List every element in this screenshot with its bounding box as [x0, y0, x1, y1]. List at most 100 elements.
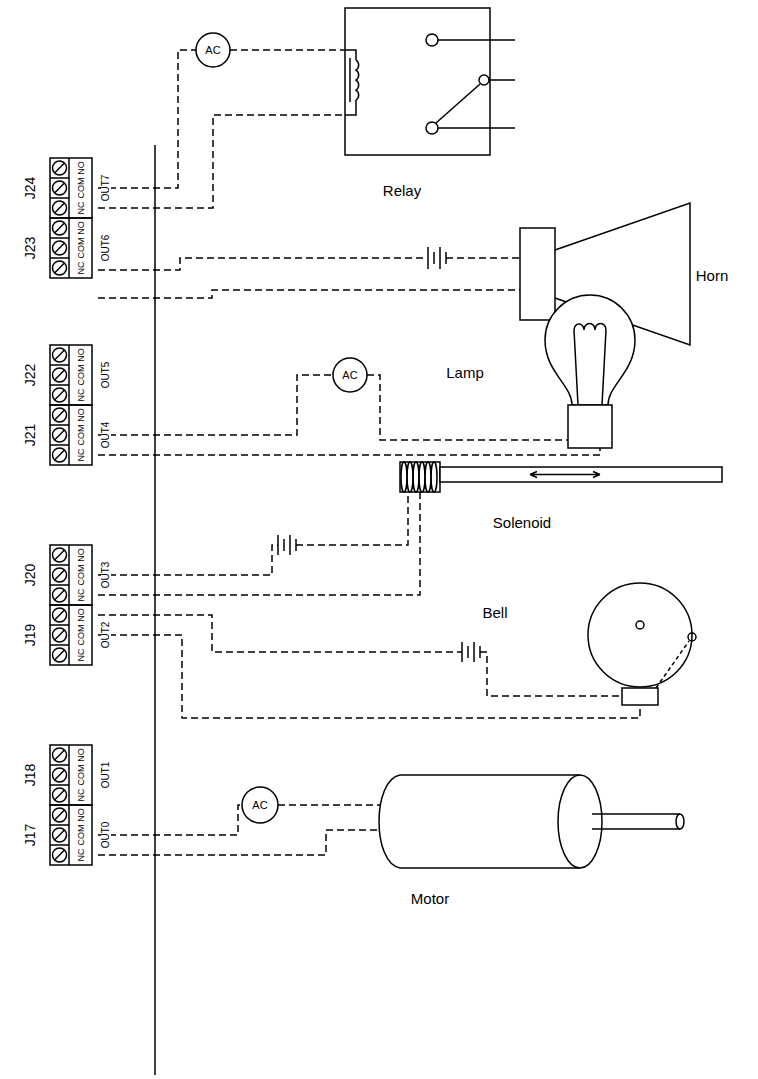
lamp-wires — [98, 375, 600, 455]
screw-slot — [55, 223, 65, 233]
terminal-screw — [53, 448, 67, 462]
terminal-divider — [50, 644, 69, 646]
connector-id: J17 — [23, 824, 37, 847]
pin-name: NC — [76, 589, 85, 602]
screw-slot — [55, 830, 65, 840]
terminal-screw — [53, 828, 67, 842]
pin-name: NO — [76, 348, 85, 362]
terminal-screw — [53, 748, 67, 762]
terminal-screw — [53, 348, 67, 362]
screw-slot — [55, 850, 65, 860]
pin-name: NC — [76, 449, 85, 462]
terminal-screw — [53, 241, 67, 255]
pin-name: NC — [76, 202, 85, 215]
screw-slot — [55, 203, 65, 213]
terminal-divider — [50, 624, 69, 626]
solenoid-coil — [400, 462, 440, 492]
bell-mechanism — [622, 688, 658, 705]
connector-id: J19 — [23, 624, 37, 647]
relay-wires — [98, 50, 345, 208]
pin-name: NO — [76, 408, 85, 422]
device-name: Motor — [411, 891, 449, 906]
pin-name: COM — [76, 825, 85, 846]
terminal-block — [50, 605, 92, 665]
pin-name: COM — [76, 625, 85, 646]
terminal-block — [50, 805, 92, 865]
ac-label: AC — [342, 370, 357, 381]
screw-slot — [55, 263, 65, 273]
terminal-screw — [53, 648, 67, 662]
screw-slot — [55, 750, 65, 760]
battery-symbol — [428, 247, 446, 269]
motor-body — [379, 775, 580, 868]
output-name: OUT4 — [101, 421, 111, 450]
terminal-divider — [50, 177, 69, 179]
coil-turn — [407, 462, 413, 492]
connector-id: J24 — [23, 177, 37, 200]
relay-contact — [479, 75, 489, 85]
lamp-base — [568, 405, 612, 448]
screw-slot — [55, 370, 65, 380]
connector-id: J18 — [23, 764, 37, 787]
output-name: OUT5 — [101, 361, 111, 390]
connector-id: J20 — [23, 564, 37, 587]
solenoid-wires — [98, 492, 420, 595]
screw-slot — [55, 430, 65, 440]
pin-name: COM — [76, 425, 85, 446]
terminal-screw — [53, 221, 67, 235]
terminal-divider — [50, 584, 69, 586]
ac-label: AC — [205, 45, 220, 56]
screw-slot — [55, 163, 65, 173]
relay-inner-wire — [345, 50, 356, 115]
pin-name: NC — [76, 849, 85, 862]
bell-gong — [588, 583, 692, 687]
terminal-divider — [50, 384, 69, 386]
terminal-divider — [68, 218, 70, 278]
pin-name: NC — [76, 789, 85, 802]
terminal-block — [50, 405, 92, 465]
terminal-divider — [50, 764, 69, 766]
relay-coil — [356, 60, 359, 100]
terminal-divider — [68, 545, 70, 605]
terminal-divider — [68, 405, 70, 465]
ac-source — [333, 358, 367, 392]
coil-turn — [425, 462, 431, 492]
screw-slot — [55, 550, 65, 560]
pin-name: NO — [76, 161, 85, 175]
lamp-bulb — [545, 295, 635, 405]
bell-wires — [98, 615, 640, 718]
screw-slot — [55, 450, 65, 460]
motion-arrow — [530, 472, 600, 478]
pin-name: COM — [76, 565, 85, 586]
screw-slot — [55, 770, 65, 780]
output-name: OUT0 — [101, 821, 111, 850]
terminal-divider — [50, 844, 69, 846]
pin-name: NO — [76, 548, 85, 562]
relay-housing — [345, 8, 490, 155]
screw-slot — [55, 243, 65, 253]
battery-symbol — [462, 642, 480, 662]
coil-turn — [431, 462, 437, 492]
coil-turn — [419, 462, 425, 492]
terminal-block — [50, 745, 92, 805]
coil-turn — [413, 462, 419, 492]
terminal-screw — [53, 388, 67, 402]
screw-slot — [55, 570, 65, 580]
terminal-divider — [50, 257, 69, 259]
output-name: OUT6 — [101, 234, 111, 263]
terminal-screw — [53, 368, 67, 382]
connector-id: J23 — [23, 237, 37, 260]
terminal-divider — [68, 805, 70, 865]
terminal-divider — [68, 158, 70, 218]
terminal-screw — [53, 548, 67, 562]
terminal-screw — [53, 261, 67, 275]
screw-slot — [55, 350, 65, 360]
device-name: Bell — [482, 605, 507, 620]
relay-coil-core — [349, 58, 351, 102]
terminal-divider — [50, 364, 69, 366]
device-name: Lamp — [446, 365, 484, 380]
terminal-screw — [53, 588, 67, 602]
screw-slot — [55, 183, 65, 193]
terminal-divider — [68, 745, 70, 805]
